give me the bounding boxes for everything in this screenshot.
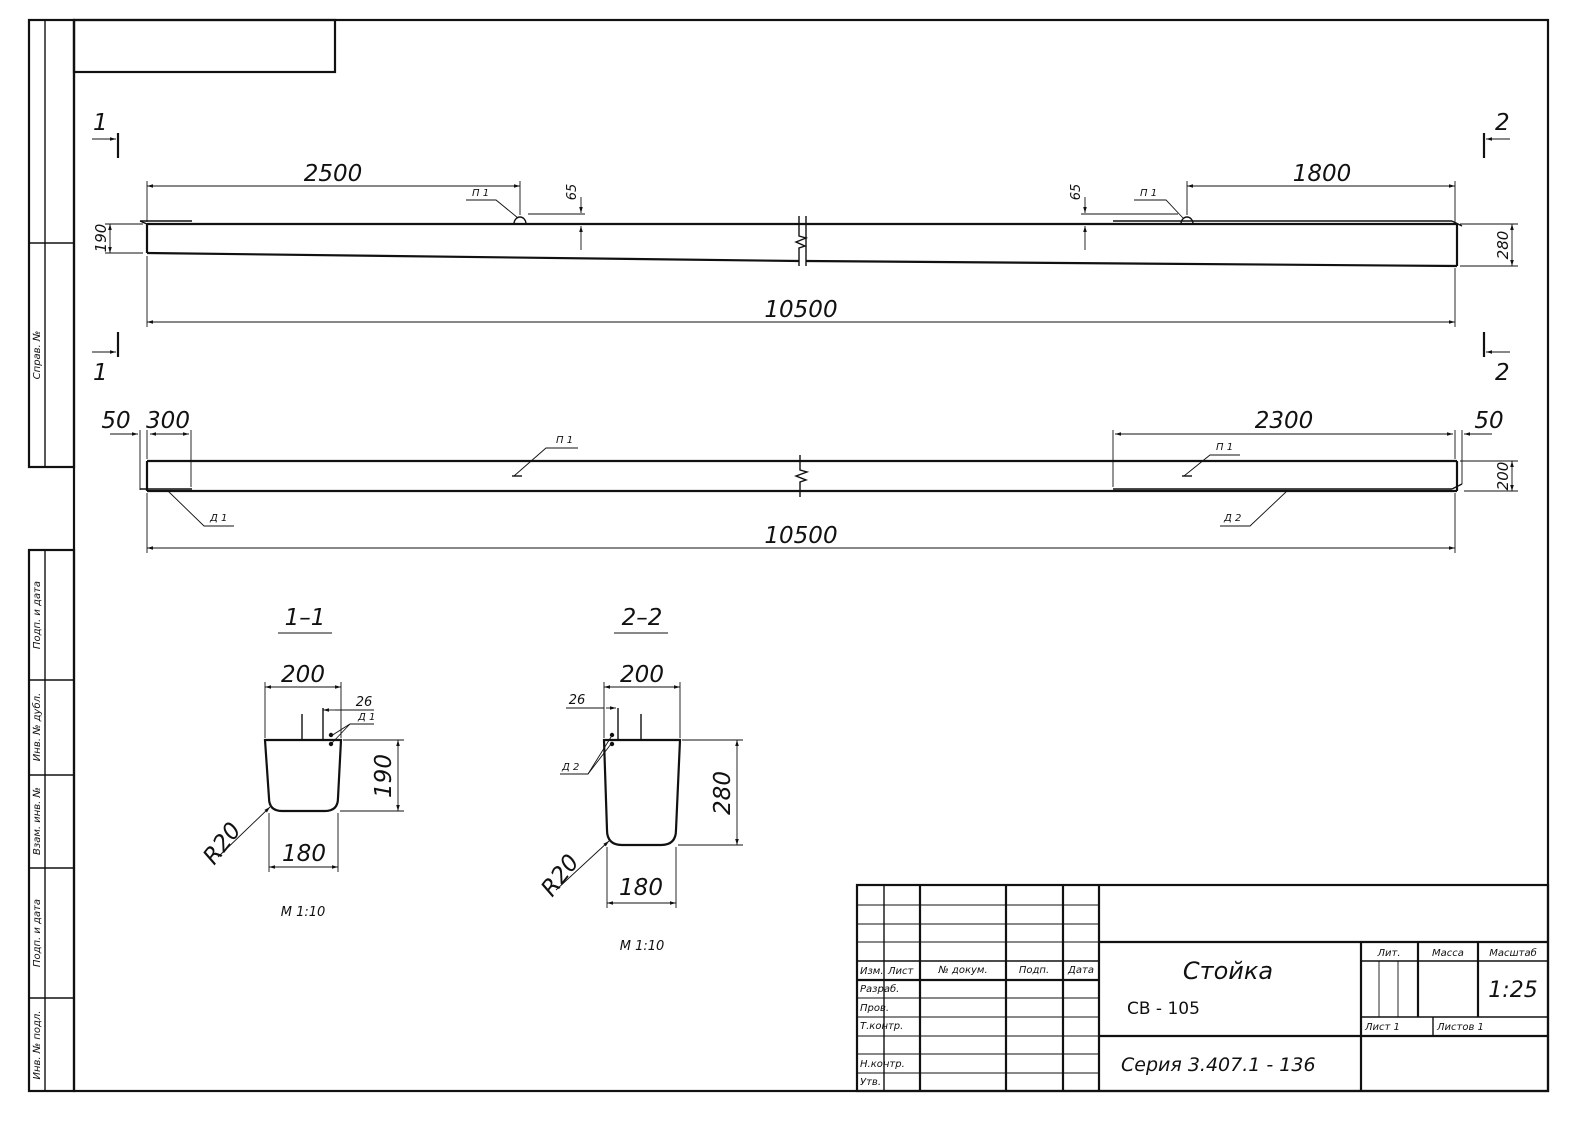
vzam-inv-label: Взам. инв. № (32, 787, 43, 855)
label-plan-loop-right: П 1 (1216, 442, 1233, 453)
section-marks: 1 1 2 2 (92, 110, 1510, 386)
podp-data-label-1: Подп. и дата (32, 581, 43, 649)
dim-plan-width: 200 (1494, 462, 1512, 491)
dim-2-2-bottom-width: 180 (619, 875, 663, 901)
podp-data-label-2: Подп. и дата (32, 899, 43, 967)
tb-role-n-kontr: Н.контр. (860, 1059, 905, 1070)
label-plan-loop-left: П 1 (556, 435, 573, 446)
section-mark-1-top: 1 (93, 110, 108, 136)
dim-1-1-radius: R20 (198, 818, 246, 870)
dim-1-1-top-width: 200 (281, 662, 325, 688)
tb-header-data: Дата (1067, 965, 1094, 976)
inv-podl-label: Инв. № подл. (32, 1011, 43, 1080)
dim-elev-right-height: 280 (1494, 231, 1512, 260)
title-block: Изм. Лист № докум. Подп. Дата Разраб. Пр… (855, 883, 1550, 1093)
label-2-2-part: Д 2 (561, 762, 579, 773)
dim-2-2-radius: R20 (536, 850, 584, 902)
section-mark-1-bottom: 1 (93, 360, 108, 386)
dim-2-2-top-width: 200 (620, 662, 664, 688)
tb-header-list: Лист (887, 966, 915, 977)
tb-header-izm: Изм. (860, 966, 884, 977)
inv-dubl-label: Инв. № дубл. (31, 693, 43, 761)
dim-plan-right-edge: 50 (1474, 408, 1503, 434)
tb-role-razrab: Разраб. (860, 983, 899, 995)
section-1-1-scale: М 1:10 (281, 905, 326, 920)
dim-2-2-offset: 26 (569, 693, 586, 708)
label-elev-loop-right: П 1 (1140, 188, 1157, 199)
tb-sheet-label: Лист 1 (1364, 1022, 1400, 1033)
dim-1-1-bottom-width: 180 (282, 841, 326, 867)
tb-drawing-code: СВ - 105 (1127, 999, 1200, 1019)
dim-plan-total-length: 10500 (764, 523, 837, 549)
section-2-2-scale: М 1:10 (620, 939, 665, 954)
tb-scale-value: 1:25 (1488, 978, 1537, 1003)
tb-role-utv: Утв. (860, 1077, 881, 1088)
tb-lit-label: Лит. (1376, 948, 1400, 959)
section-2-2-title: 2–2 (622, 605, 663, 631)
dim-elev-right-offset: 1800 (1293, 161, 1352, 187)
elevation-view: 2500 1800 10500 190 280 65 65 П 1 (92, 161, 1518, 327)
tb-role-prov: Пров. (860, 1003, 889, 1014)
tb-drawing-name: Стойка (1183, 957, 1273, 985)
dim-2-2-height: 280 (710, 771, 736, 815)
dim-plan-left-zone: 300 (146, 408, 190, 434)
dim-plan-left-edge: 50 (101, 408, 130, 434)
dim-1-1-offset: 26 (356, 695, 373, 710)
tb-sheets-label: Листов 1 (1436, 1022, 1484, 1033)
section-2-2: 2–2 200 26 Д 2 280 180 R20 М 1:10 (536, 605, 743, 954)
sprav-label: Справ. № (32, 331, 43, 380)
section-1-1-title: 1–1 (285, 605, 326, 631)
dim-elev-left-offset: 2500 (304, 161, 363, 187)
dim-1-1-height: 190 (371, 754, 397, 798)
lifting-loop-left (513, 216, 527, 225)
dim-elev-loop-right: 65 (1069, 184, 1084, 201)
section-mark-2-bottom: 2 (1495, 360, 1510, 386)
dim-plan-right-zone: 2300 (1255, 408, 1314, 434)
side-stamp: Справ. № Подп. и дата Инв. № дубл. Взам.… (27, 18, 76, 1093)
label-plan-part-right: Д 2 (1223, 513, 1241, 524)
tb-scale-label: Масштаб (1489, 947, 1537, 959)
tb-header-n-dokum: № докум. (937, 965, 987, 976)
tb-series: Серия 3.407.1 - 136 (1121, 1054, 1316, 1076)
tb-header-podp: Подп. (1019, 965, 1049, 976)
lifting-loop-right (1180, 216, 1194, 225)
section-mark-2-top: 2 (1495, 110, 1510, 136)
label-elev-loop-left: П 1 (472, 188, 489, 199)
dim-elev-left-height: 190 (92, 224, 110, 253)
dim-elev-loop-left: 65 (565, 184, 580, 201)
label-plan-part-left: Д 1 (209, 513, 227, 524)
dim-elev-total-length: 10500 (764, 297, 837, 323)
section-1-1: 1–1 200 26 Д 1 190 180 R20 М 1:10 (198, 605, 404, 920)
plan-view: 50 300 2300 50 200 10500 П 1 П 1 Д 1 Д 2 (101, 408, 1518, 553)
label-1-1-part: Д 1 (357, 712, 375, 723)
tb-role-t-kontr: Т.контр. (860, 1021, 903, 1032)
tb-mass-label: Масса (1432, 948, 1464, 959)
